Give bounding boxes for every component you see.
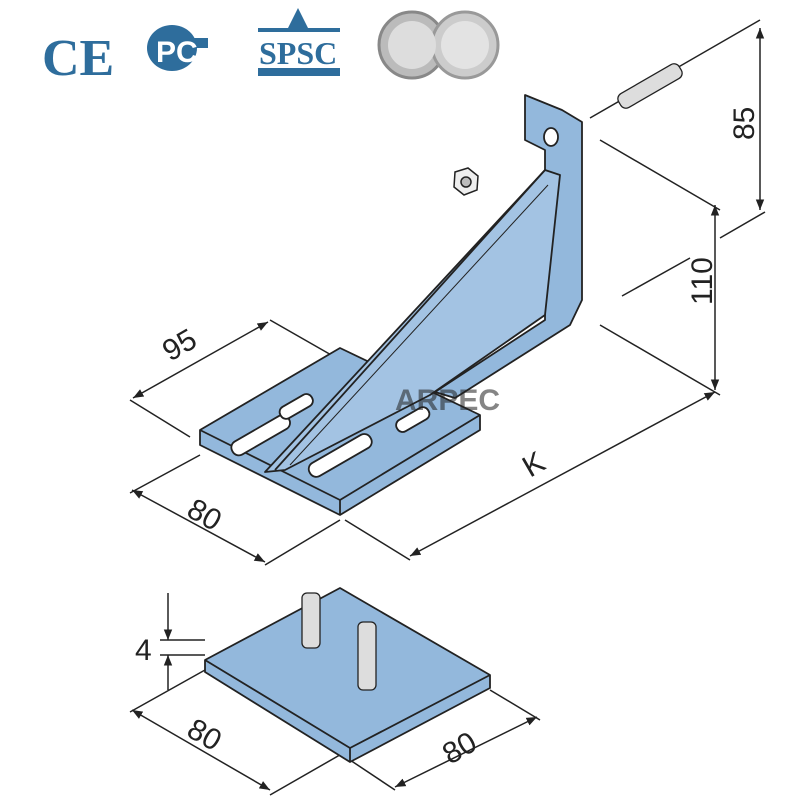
spsc-logo: SPSC: [258, 8, 340, 76]
svg-text:SPSC: SPSC: [259, 35, 337, 71]
dim-k: K: [517, 445, 551, 484]
svg-text:CE: CE: [42, 30, 114, 87]
dim-80-lower-right: 80: [437, 726, 482, 771]
dim-95: 95: [157, 323, 202, 368]
pc-logo: PC: [147, 25, 208, 71]
svg-text:PC: PC: [156, 36, 198, 69]
angle-bracket: [199, 94, 583, 516]
watermark: ARPEC: [395, 384, 500, 417]
dim-85: 85: [728, 107, 761, 140]
threaded-rod: [617, 63, 683, 109]
hex-nut: [453, 167, 479, 196]
base-plate: [204, 587, 491, 763]
quality-seals-logo: [377, 10, 500, 80]
dim-4: 4: [135, 634, 152, 667]
dim-80-lower-left: 80: [182, 712, 227, 757]
dim-80-upper: 80: [182, 492, 227, 537]
stud-bolts: [301, 592, 377, 691]
dim-110: 110: [686, 257, 719, 305]
ce-logo: CE: [42, 30, 114, 87]
